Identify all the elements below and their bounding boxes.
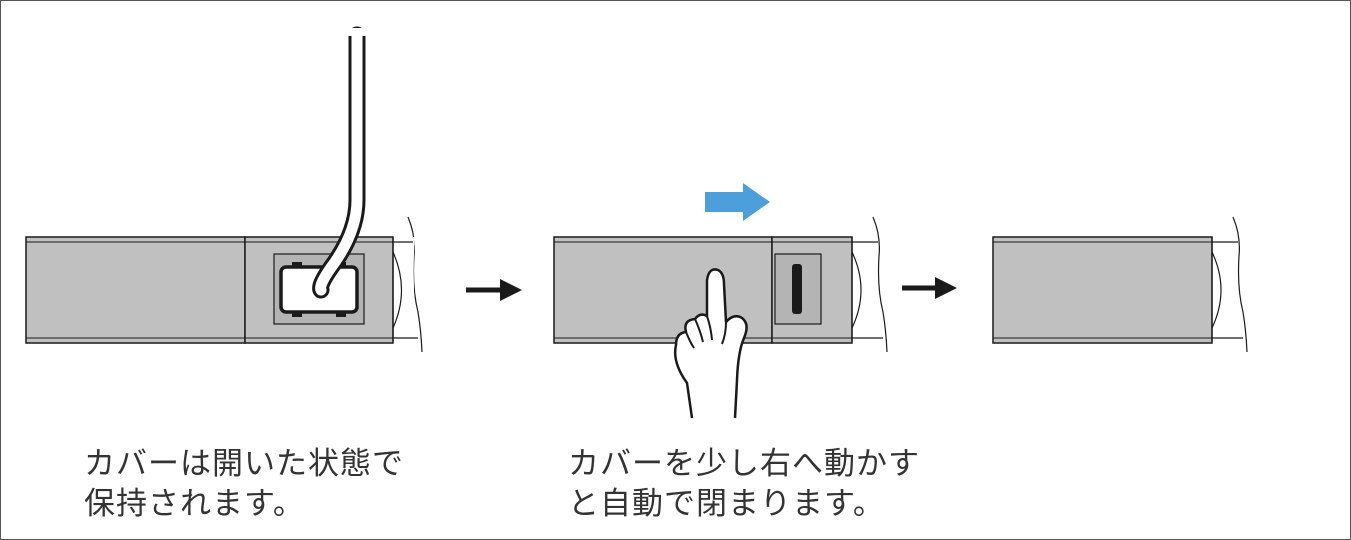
step1-assembly xyxy=(25,26,423,353)
arrow-right-icon xyxy=(935,277,957,299)
step1-rail-end xyxy=(393,237,419,342)
step1-caption-line1: カバーは開いた状態で xyxy=(84,446,404,482)
step2-break-line xyxy=(872,216,888,353)
step2-slot-opening xyxy=(792,264,802,314)
step2-caption-line2: と自動で閉まります。 xyxy=(568,486,885,522)
step1-caption: カバーは開いた状態で 保持されます。 xyxy=(84,444,404,524)
step3-assembly xyxy=(992,216,1248,353)
step3-break-line xyxy=(1232,216,1248,353)
step3-end-curve xyxy=(1211,251,1222,329)
step1-end-curve xyxy=(392,251,402,329)
step-arrow-1 xyxy=(466,279,522,301)
step-arrow-2 xyxy=(902,277,957,299)
step2-end-cap xyxy=(851,237,883,342)
step1-end-cap xyxy=(392,237,418,342)
step2-caption-line1: カバーを少し右へ動かす xyxy=(568,446,920,482)
arrow-right-icon xyxy=(500,279,522,301)
cable-icon xyxy=(312,26,371,299)
slide-direction-arrow xyxy=(705,183,770,221)
step3-sliding-cover xyxy=(992,236,1213,344)
step1-break-line xyxy=(407,216,423,353)
step1-caption-line2: 保持されます。 xyxy=(84,486,305,522)
step2-end-curve xyxy=(851,251,862,329)
pointing-hand-icon xyxy=(673,268,748,419)
step2-caption: カバーを少し右へ動かす と自動で閉まります。 xyxy=(568,444,920,524)
step3-end-cap xyxy=(1211,237,1243,342)
arrow-right-icon xyxy=(743,183,770,221)
step1-sliding-cover xyxy=(25,236,246,344)
step2-assembly xyxy=(553,183,888,419)
